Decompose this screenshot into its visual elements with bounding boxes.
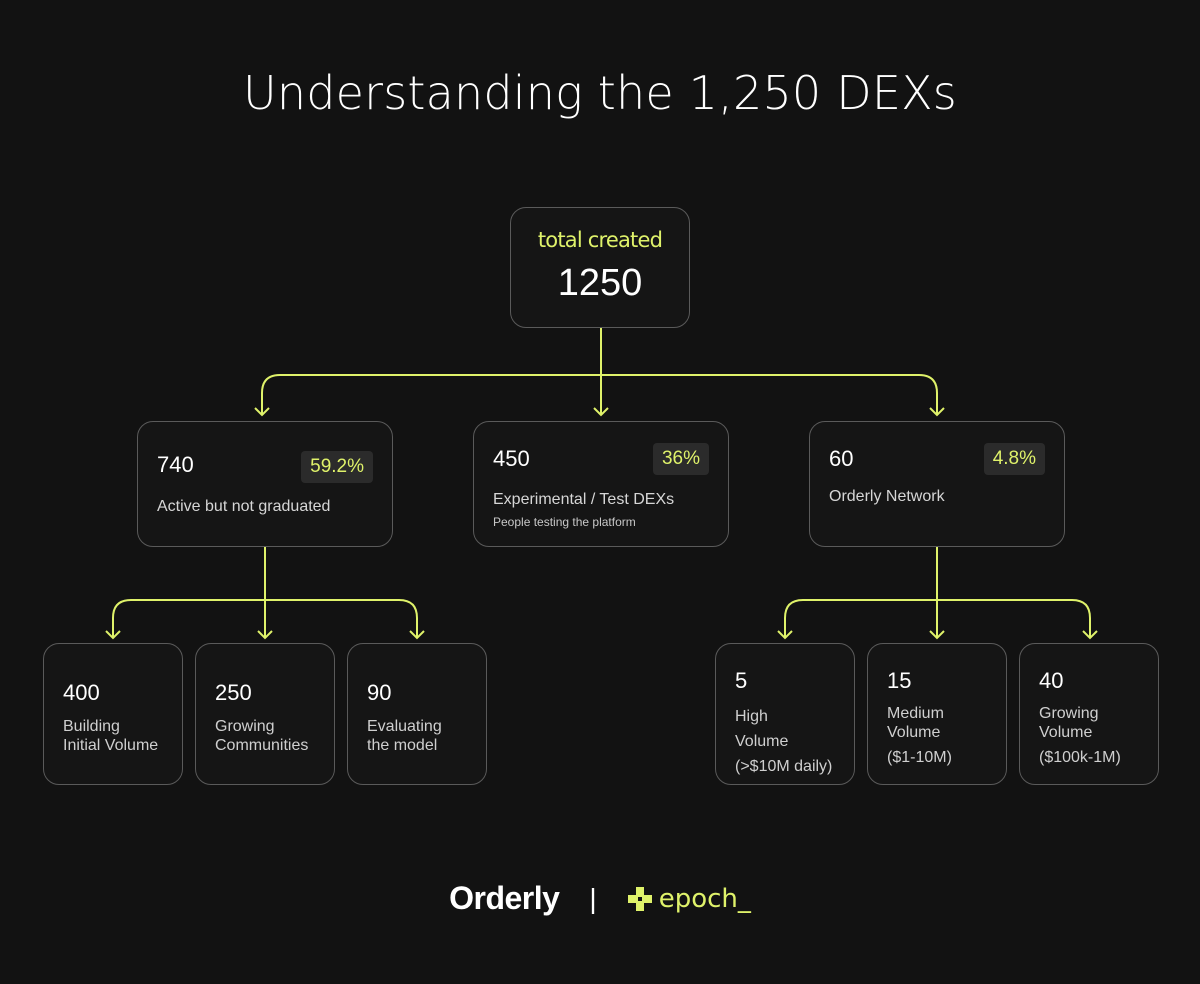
node-value: 450 [493, 446, 530, 471]
total-created-node: total created 1250 [510, 207, 690, 328]
node-description: Orderly Network [829, 488, 945, 505]
node-value: 90 [367, 680, 392, 705]
logo-separator: | [589, 882, 597, 914]
desc-line: Growing [215, 718, 275, 735]
connector-root-horizontal [261, 374, 938, 415]
node-description: Evaluating the model [367, 717, 442, 755]
node-value: 60 [829, 446, 854, 471]
root-value: 1250 [557, 262, 643, 304]
percent-badge: 4.8% [983, 443, 1045, 475]
connector-active-horizontal [112, 599, 418, 638]
arrowhead [254, 407, 945, 417]
node-description: Experimental / Test DEXs [493, 491, 675, 508]
arrowhead [777, 630, 1098, 640]
desc-line: Volume [887, 724, 941, 741]
node-value: 400 [63, 680, 100, 705]
connector-network-horizontal [784, 599, 1091, 638]
node-subtext: People testing the platform [493, 515, 636, 529]
percent-badge: 36% [652, 443, 709, 475]
desc-line: Initial Volume [63, 737, 159, 754]
desc-line: High [735, 708, 768, 725]
desc-line: (>$10M daily) [735, 758, 833, 775]
node-value: 40 [1039, 668, 1064, 693]
footer-logos: Orderly | epoch_ [0, 880, 1200, 917]
orderly-network-node: 60 4.8% Orderly Network [809, 421, 1065, 547]
epoch-cross-icon [627, 886, 652, 911]
desc-line: Volume [735, 733, 789, 750]
desc-line: Communities [215, 737, 309, 754]
active-node: 740 59.2% Active but not graduated [137, 421, 393, 547]
epoch-wordmark: epoch_ [658, 883, 751, 914]
desc-line: Evaluating [367, 718, 442, 735]
arrowhead [105, 630, 425, 640]
node-value: 740 [157, 452, 194, 477]
page-title: Understanding the 1,250 DEXs [243, 66, 957, 120]
node-description: Active but not graduated [157, 498, 331, 515]
node-value: 5 [735, 668, 748, 693]
desc-line: the model [367, 737, 438, 754]
experimental-node: 450 36% Experimental / Test DEXs People … [473, 421, 729, 547]
evaluating-model-node: 90 Evaluating the model [347, 643, 487, 785]
desc-line: ($1-10M) [887, 749, 952, 766]
orderly-logo: Orderly [449, 880, 560, 916]
desc-line: Building [63, 718, 120, 735]
desc-line: Medium [887, 705, 944, 722]
desc-line: Volume [1039, 724, 1093, 741]
root-label: total created [537, 228, 663, 252]
percent-badge: 59.2% [301, 451, 373, 483]
epoch-logo: epoch_ [627, 884, 751, 914]
desc-line: Growing [1039, 705, 1099, 722]
desc-line: ($100k-1M) [1039, 749, 1121, 766]
node-value: 250 [215, 680, 252, 705]
node-value: 15 [887, 668, 912, 693]
